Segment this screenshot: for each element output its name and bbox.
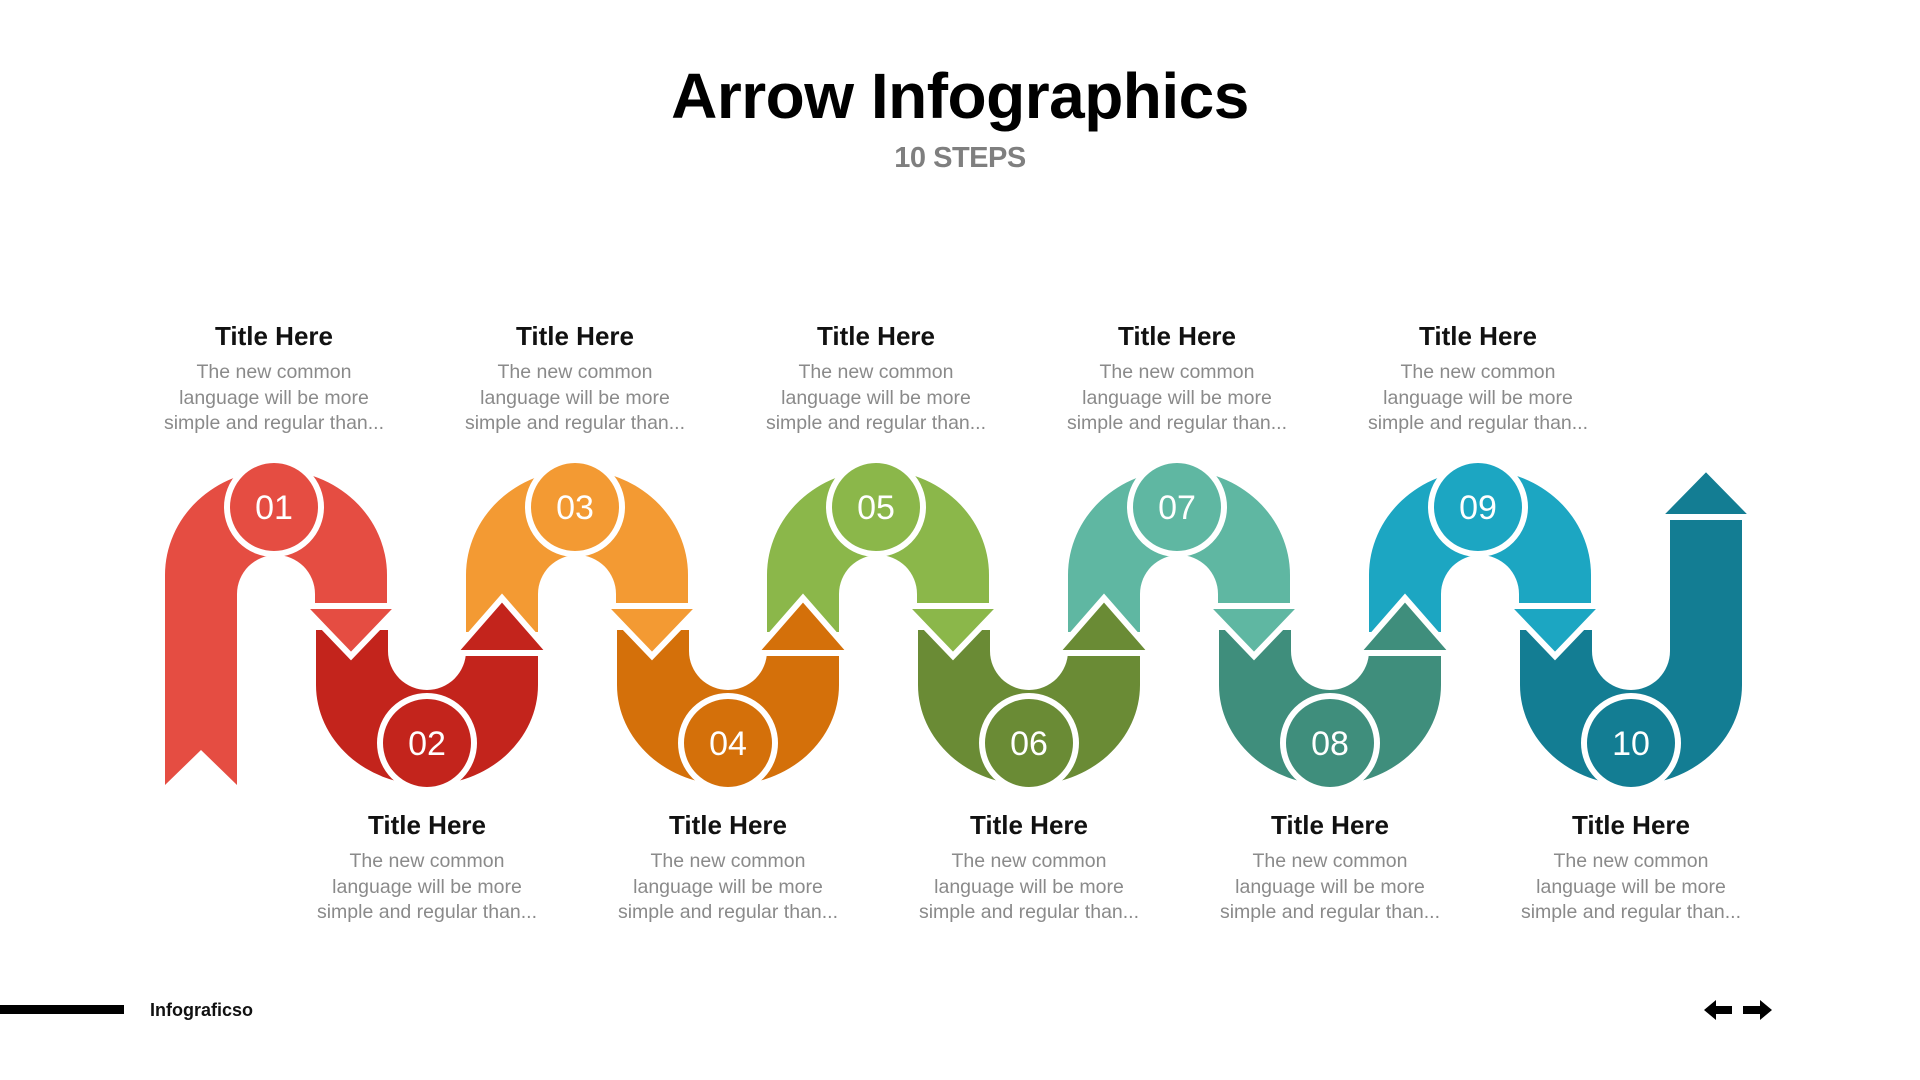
step-title: Title Here — [515, 321, 634, 351]
arrow-segment-10 — [1520, 517, 1742, 785]
up-arrowhead-06 — [1049, 593, 1159, 656]
step-badge-02 — [377, 693, 477, 793]
step-badge-06 — [979, 693, 1079, 793]
footer-brand: Infograficso — [150, 1000, 254, 1020]
step-badge-03 — [525, 457, 625, 557]
step-number: 01 — [255, 489, 293, 527]
footer-accent-bar — [0, 1005, 124, 1014]
step-badge-01 — [224, 457, 324, 557]
up-arrowhead-02 — [447, 593, 557, 656]
step-number: 04 — [709, 725, 747, 763]
down-arrowhead-01 — [295, 603, 407, 661]
step-title: Title Here — [668, 810, 787, 840]
step-badge-07 — [1127, 457, 1227, 557]
down-arrowhead-03 — [596, 603, 708, 661]
arrow-right-icon — [1743, 1000, 1772, 1020]
up-arrowhead-10 — [1650, 463, 1762, 520]
arrow-left-icon — [1704, 1000, 1732, 1020]
down-arrowhead-05 — [897, 603, 1009, 661]
step-title: Title Here — [214, 321, 333, 351]
down-arrowhead-09 — [1499, 603, 1611, 661]
step-number: 02 — [408, 725, 446, 763]
step-number: 03 — [556, 489, 594, 527]
step-title: Title Here — [367, 810, 486, 840]
next-slide-button[interactable] — [1740, 999, 1772, 1021]
step-title: Title Here — [1117, 321, 1236, 351]
step-number: 05 — [857, 489, 895, 527]
step-title: Title Here — [816, 321, 935, 351]
step-badge-04 — [678, 693, 778, 793]
step-number: 06 — [1010, 725, 1048, 763]
step-number: 08 — [1311, 725, 1349, 763]
arrow-segment-01 — [165, 470, 387, 785]
up-arrowhead-08 — [1350, 593, 1460, 656]
step-badge-10 — [1581, 693, 1681, 793]
step-number: 07 — [1158, 489, 1196, 527]
step-badge-05 — [826, 457, 926, 557]
down-arrowhead-07 — [1198, 603, 1310, 661]
step-badge-09 — [1428, 457, 1528, 557]
step-number: 09 — [1459, 489, 1497, 527]
step-badge-08 — [1280, 693, 1380, 793]
step-title: Title Here — [1571, 810, 1690, 840]
previous-slide-button[interactable] — [1704, 999, 1736, 1021]
step-number: 10 — [1612, 725, 1650, 763]
up-arrowhead-04 — [748, 593, 858, 656]
step-title: Title Here — [1270, 810, 1389, 840]
page-title: Arrow Infographics — [671, 60, 1249, 132]
step-title: Title Here — [1418, 321, 1537, 351]
page-subtitle: 10 STEPS — [894, 142, 1026, 174]
step-title: Title Here — [969, 810, 1088, 840]
